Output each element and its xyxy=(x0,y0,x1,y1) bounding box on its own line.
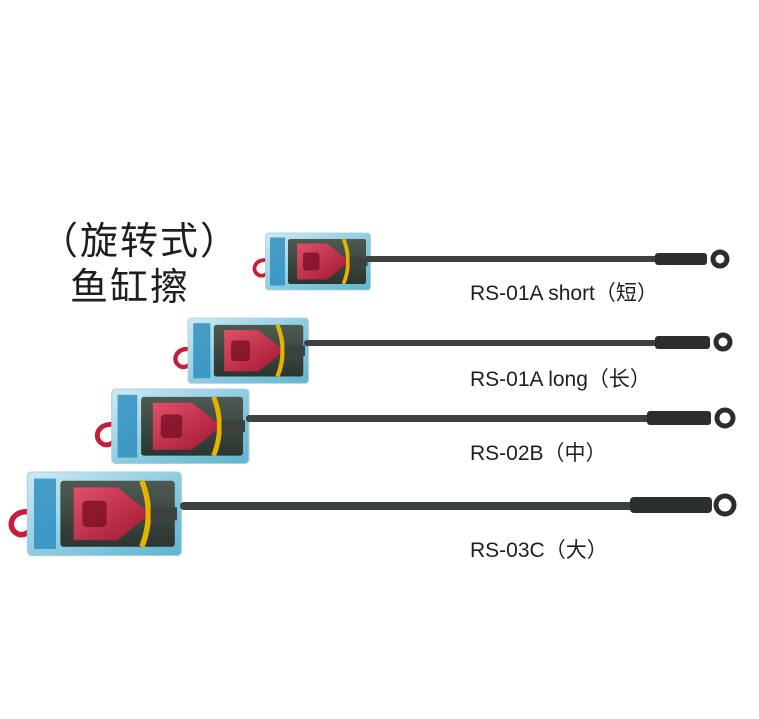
grip-rs-01a-long xyxy=(655,336,710,349)
handle-rs-01a-long xyxy=(304,340,664,346)
grip-rs-02b xyxy=(647,411,711,425)
label-rs-03c: RS-03C（大） xyxy=(470,539,608,562)
handle-rs-02b xyxy=(246,415,658,422)
scraper-rs-02b xyxy=(94,388,250,464)
scraper-rs-01a-short xyxy=(252,232,371,291)
hang-loop-icon xyxy=(713,332,733,352)
product-title-line-1: （旋转式） xyxy=(40,219,241,263)
grip-rs-03c xyxy=(630,497,712,513)
label-rs-01a-short: RS-01A short（短） xyxy=(470,282,658,305)
hang-loop-icon xyxy=(714,407,736,429)
label-rs-01a-long: RS-01A long（长） xyxy=(470,368,651,391)
scraper-rs-01a-long xyxy=(173,317,309,384)
handle-rs-01a-short xyxy=(364,256,660,262)
hang-loop-icon xyxy=(710,249,730,269)
handle-rs-03c xyxy=(180,502,645,510)
hang-loop-icon xyxy=(713,493,737,517)
product-title-line-2: 鱼缸擦 xyxy=(70,265,191,309)
label-rs-02b: RS-02B（中） xyxy=(470,442,607,465)
scraper-rs-03c xyxy=(8,471,182,557)
grip-rs-01a-short xyxy=(655,253,707,265)
